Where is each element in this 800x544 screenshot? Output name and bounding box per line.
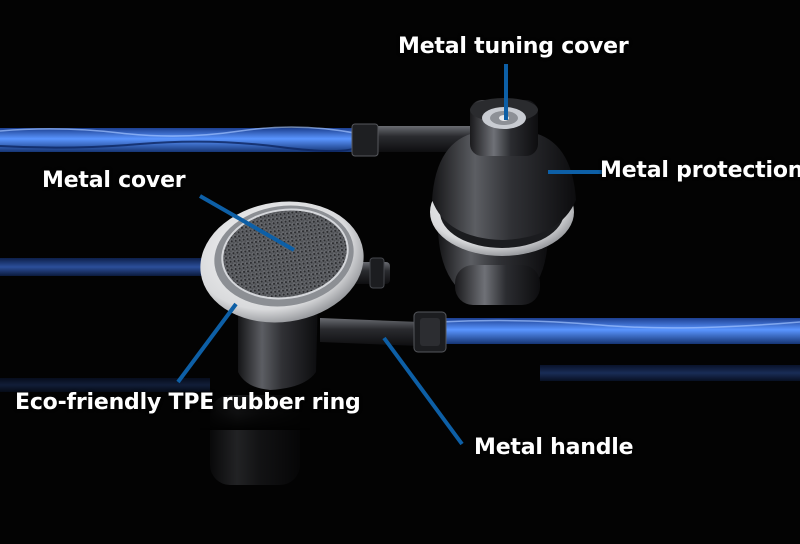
label-tpe-rubber-ring: Eco-friendly TPE rubber ring <box>15 390 361 415</box>
left-earbud <box>200 201 447 390</box>
leader-handle <box>382 336 464 446</box>
middle-cable <box>0 258 215 276</box>
label-metal-cover: Metal cover <box>42 168 186 193</box>
leader-lines <box>176 64 604 446</box>
right-earbud <box>351 98 576 305</box>
leader-tpe <box>176 302 238 384</box>
leader-cover <box>199 194 295 252</box>
label-metal-tuning-cover: Metal tuning cover <box>398 34 629 59</box>
lower-cable <box>439 318 800 344</box>
label-metal-handle: Metal handle <box>474 435 634 460</box>
label-metal-protection: Metal protection <box>600 158 800 183</box>
left-earbud-reflection <box>200 390 310 485</box>
bottom-cable-reflection <box>0 365 800 392</box>
upper-cable <box>0 126 361 152</box>
